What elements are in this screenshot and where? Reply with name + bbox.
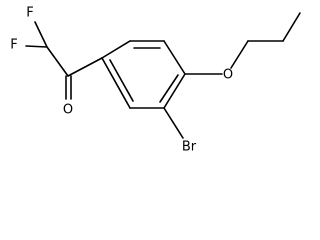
- atom-label-oxygen-ether: O: [223, 68, 233, 83]
- bond-o-ch2: [230, 40, 249, 69]
- ring-inner-bond-right: [159, 74, 179, 103]
- atom-label-bromine: Br: [182, 140, 197, 155]
- atom-label-fluorine-left: F: [10, 38, 17, 53]
- chemical-structure-diagram: F F O O Br: [10, 6, 301, 155]
- atom-label-oxygen-carbonyl: O: [63, 103, 73, 118]
- atom-label-fluorine-top: F: [26, 6, 33, 21]
- bond-c1-f-top: [34, 21, 48, 48]
- ring-bond-6: [101, 57, 131, 109]
- bond-ring-br: [163, 107, 184, 139]
- ring-bond-1: [101, 40, 131, 59]
- bond-c1-f-left: [25, 45, 48, 48]
- bond-c1-c2: [46, 46, 69, 77]
- ring-inner-bond-left: [109, 59, 134, 102]
- bond-ch2-ch3: [282, 12, 301, 42]
- ring-bond-3: [163, 40, 186, 75]
- bond-c2-ring: [67, 57, 103, 77]
- ring-bond-4: [163, 73, 186, 109]
